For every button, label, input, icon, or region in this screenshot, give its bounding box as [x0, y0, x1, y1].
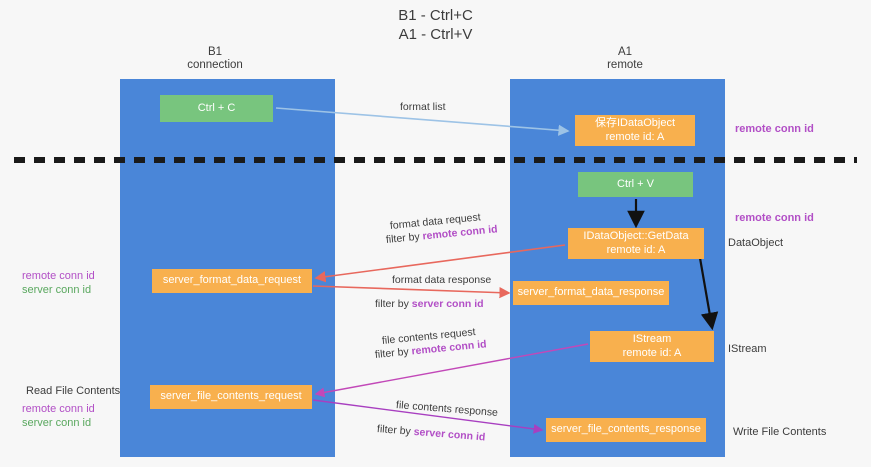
edge-label-format-data-response-text: format data response: [392, 274, 492, 286]
lane-header-a1-subtitle: remote: [607, 59, 643, 71]
side-label-write-file-contents: Write File Contents: [733, 426, 827, 438]
node-save-idataobject-label: 保存IDataObject: [594, 117, 676, 129]
node-save-idataobject[interactable]: 保存IDataObject remote id: A: [575, 115, 695, 146]
node-server-file-contents-request-label: server_file_contents_request: [160, 390, 302, 403]
node-idataobject-getdata-sublabel: remote id: A: [606, 243, 666, 256]
filter-by-text-3: filter by: [374, 345, 413, 361]
side-label-read-file-contents: Read File Contents: [26, 385, 121, 397]
lane-header-a1: A1 remote: [510, 46, 740, 72]
title-line-2: A1 - Ctrl+V: [398, 26, 473, 43]
node-server-file-contents-response[interactable]: server_file_contents_response: [546, 418, 706, 442]
node-istream[interactable]: IStream remote id: A: [590, 331, 714, 362]
side-label-conn-ids-bottom: remote conn id server conn id: [22, 402, 95, 430]
edge-label-format-data-response: format data response: [392, 274, 491, 287]
edge-label-file-contents-response-filter: filter by server conn id: [376, 423, 486, 444]
node-ctrl-v-label: Ctrl + V: [617, 177, 654, 190]
side-label-remote-conn-id-left-1: remote conn id: [22, 270, 95, 282]
node-ctrl-c[interactable]: Ctrl + C: [160, 95, 273, 122]
side-label-remote-conn-id-top: remote conn id: [735, 123, 814, 135]
edge-label-file-contents-response: file contents response: [395, 399, 499, 420]
node-server-format-data-response[interactable]: server_format_data_response: [513, 281, 669, 305]
phase-divider: [14, 157, 857, 163]
side-label-remote-conn-id-left-2: remote conn id: [22, 403, 95, 415]
node-idataobject-getdata[interactable]: IDataObject::GetData remote id: A: [568, 228, 704, 259]
filter-by-text-1: filter by: [385, 230, 424, 246]
page-title: B1 - Ctrl+C A1 - Ctrl+V: [0, 6, 871, 44]
side-label-dataobject: DataObject: [728, 237, 784, 249]
server-conn-id-text-1: server conn id: [411, 298, 484, 310]
side-label-remote-conn-id-mid: remote conn id: [735, 212, 814, 224]
side-label-istream: IStream: [728, 343, 767, 355]
filter-by-text-2: filter by: [375, 298, 412, 310]
edge-label-format-data-response-filter: filter by server conn id: [375, 298, 484, 311]
node-idataobject-getdata-label: IDataObject::GetData: [583, 230, 689, 242]
node-istream-sublabel: remote id: A: [622, 346, 682, 359]
node-server-format-data-response-label: server_format_data_response: [517, 286, 665, 299]
node-ctrl-v[interactable]: Ctrl + V: [578, 172, 693, 197]
edge-label-format-list: format list: [400, 101, 446, 114]
title-line-1: B1 - Ctrl+C: [398, 7, 473, 24]
edge-label-file-contents-response-text: file contents response: [395, 399, 499, 419]
node-server-file-contents-request[interactable]: server_file_contents_request: [150, 385, 312, 409]
lane-header-b1-subtitle: connection: [187, 59, 243, 71]
lane-header-a1-title: A1: [617, 46, 633, 58]
side-label-server-conn-id-left-2: server conn id: [22, 417, 92, 429]
side-label-server-conn-id-left-1: server conn id: [22, 284, 92, 296]
side-label-conn-ids-mid: remote conn id server conn id: [22, 269, 95, 297]
edge-label-format-list-text: format list: [400, 101, 446, 113]
node-server-format-data-request[interactable]: server_format_data_request: [152, 269, 312, 293]
node-save-idataobject-sublabel: remote id: A: [605, 130, 665, 143]
node-server-format-data-request-label: server_format_data_request: [162, 274, 302, 287]
node-ctrl-c-label: Ctrl + C: [197, 101, 236, 114]
arrow-format-data-response: [312, 285, 511, 299]
node-server-file-contents-response-label: server_file_contents_response: [551, 423, 701, 436]
filter-by-text-4: filter by: [376, 423, 415, 438]
server-conn-id-text-2: server conn id: [413, 425, 486, 444]
lane-header-b1: B1 connection: [100, 46, 330, 72]
lane-header-b1-title: B1: [207, 46, 223, 58]
node-istream-label: IStream: [632, 333, 672, 345]
